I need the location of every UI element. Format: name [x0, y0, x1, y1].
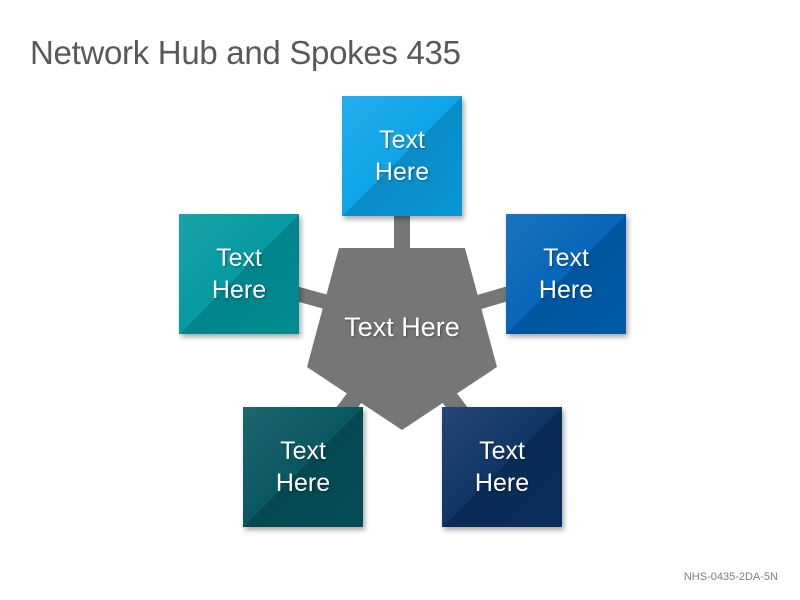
- connector-upper-right: [474, 286, 512, 310]
- spoke-label-upper-left: Text Here: [211, 244, 267, 304]
- hub-label: Text Here: [344, 312, 460, 342]
- spoke-box-upper-right: Text Here: [506, 214, 626, 334]
- footer-code: NHS-0435-2DA-5N: [683, 571, 778, 583]
- spoke-box-lower-right: Text Here: [442, 407, 562, 527]
- spoke-box-top: Text Here: [342, 96, 462, 216]
- connector-top: [394, 214, 410, 252]
- slide-title: Network Hub and Spokes 435: [30, 34, 461, 71]
- hub-pentagon: [307, 248, 497, 430]
- spoke-label-top: Text Here: [374, 126, 430, 186]
- spoke-label-upper-right: Text Here: [538, 244, 594, 304]
- spoke-label-lower-left: Text Here: [275, 437, 331, 497]
- connector-upper-left: [292, 286, 332, 310]
- spoke-box-lower-left: Text Here: [243, 407, 363, 527]
- spoke-box-upper-left: Text Here: [179, 214, 299, 334]
- spoke-label-lower-right: Text Here: [474, 437, 530, 497]
